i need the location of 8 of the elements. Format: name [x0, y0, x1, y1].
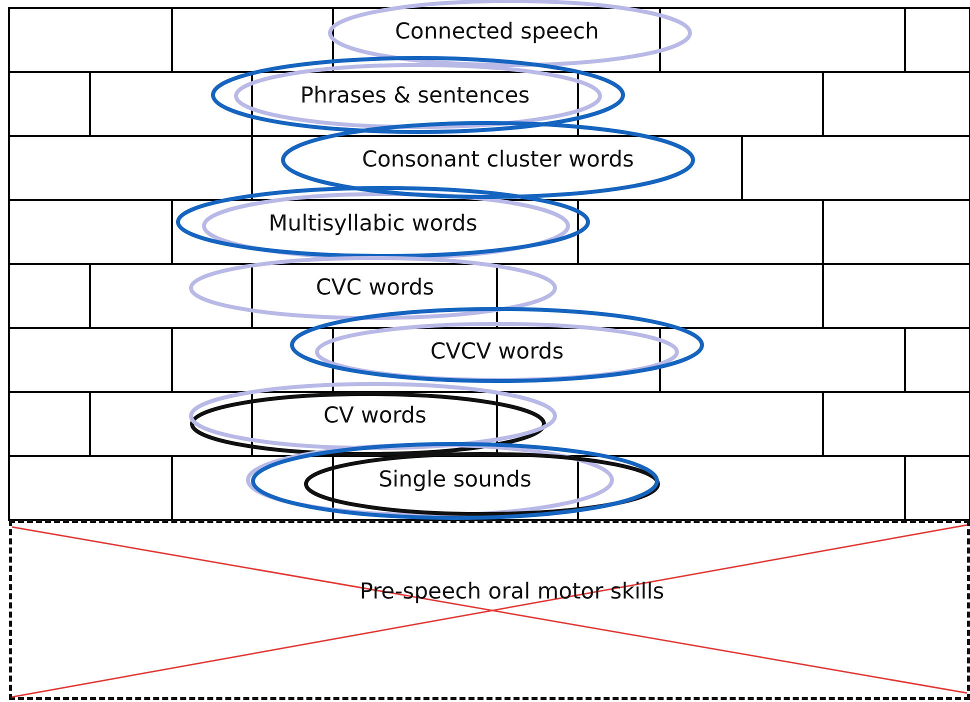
- level-label: Connected speech: [395, 20, 599, 44]
- level-label: Multisyllabic words: [268, 212, 478, 236]
- level-label: CVC words: [316, 276, 434, 300]
- level-label: Single sounds: [378, 468, 532, 492]
- level-label: CVCV words: [430, 340, 564, 364]
- level-label: Consonant cluster words: [362, 148, 634, 172]
- level-label: Phrases & sentences: [300, 84, 530, 108]
- level-label: CV words: [324, 404, 426, 428]
